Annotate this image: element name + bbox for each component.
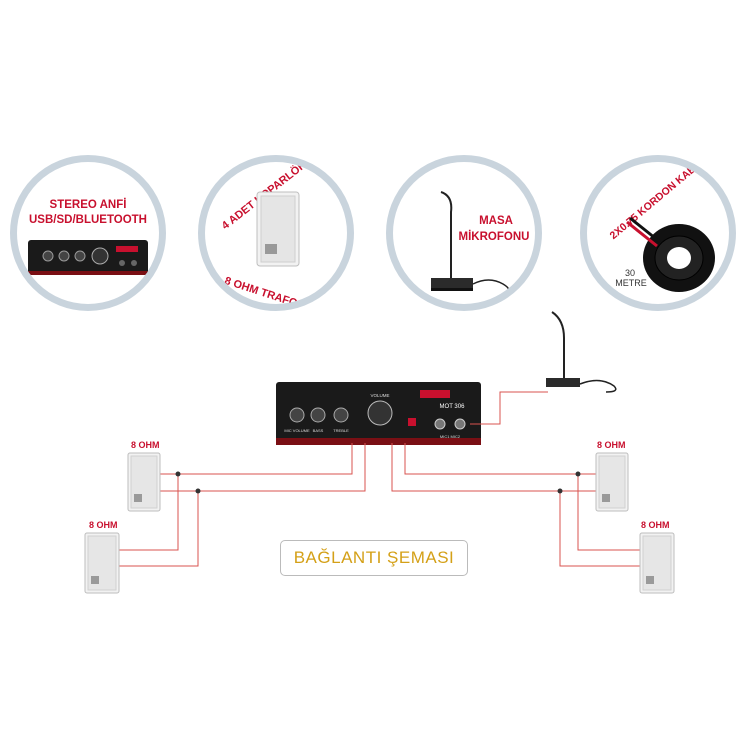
diagram-title-text: BAĞLANTI ŞEMASI <box>293 548 455 567</box>
mic-title-line2: MİKROFONU <box>458 231 530 243</box>
amp-knob-label-2: BASS <box>313 428 324 433</box>
amp-volume-label: VOLUME <box>370 393 389 398</box>
amp-title-line2: USB/SD/BLUETOOTH <box>29 214 147 226</box>
junction <box>175 471 181 477</box>
speaker-bottom-left <box>84 532 120 594</box>
junction <box>195 488 201 494</box>
mic1-jack <box>434 418 446 430</box>
mic2-jack <box>454 418 466 430</box>
bass-knob <box>310 407 326 423</box>
microphone-thumbnail <box>431 191 510 293</box>
amp-knob-label-1: MIC VOLUME <box>284 428 310 433</box>
speaker-bottom-right <box>639 532 675 594</box>
cable-coil-thumbnail <box>626 216 715 292</box>
amp-inputs-label: MIC1 MIC2 <box>440 434 461 439</box>
volume-knob <box>367 400 393 426</box>
speaker-label-top-left: 8 OHM <box>131 440 160 450</box>
sd-slot <box>408 418 416 426</box>
product-circle-amplifier: STEREO ANFİ USB/SD/BLUETOOTH <box>10 155 166 311</box>
speaker-top-right <box>595 452 629 512</box>
speaker-label-bottom-left: 8 OHM <box>89 520 118 530</box>
amplifier-thumbnail <box>28 240 148 275</box>
speaker-thumbnail <box>256 191 300 267</box>
product-circle-speakers: 4 ADET HOPARLÖR 8 OHM TRAFOSUZ <box>198 155 354 311</box>
product-circle-cable: 2X0.75 KORDON KABLO 30 METRE <box>580 155 736 311</box>
amplifier: MOT 306 VOLUME MIC VOLUME BASS TREBLE MI… <box>276 382 481 445</box>
amp-knob-label-3: TREBLE <box>333 428 349 433</box>
usb-display <box>420 390 450 398</box>
treble-knob <box>333 407 349 423</box>
product-circle-microphone: MASA MİKROFONU <box>386 155 542 311</box>
desk-microphone <box>546 311 617 393</box>
amp-title-line1: STEREO ANFİ <box>49 199 127 211</box>
amp-model: MOT 306 <box>440 404 466 410</box>
junction <box>575 471 581 477</box>
speaker-top-left <box>127 452 161 512</box>
diagram-title: BAĞLANTI ŞEMASI <box>280 540 468 576</box>
cable-length-unit: METRE <box>615 278 647 288</box>
speaker-label-top-right: 8 OHM <box>597 440 626 450</box>
junction <box>557 488 563 494</box>
cable-length-number: 30 <box>624 268 635 278</box>
mic-title-line1: MASA <box>479 215 513 227</box>
speaker-label-bottom-right: 8 OHM <box>641 520 670 530</box>
mic-volume-knob <box>289 407 305 423</box>
